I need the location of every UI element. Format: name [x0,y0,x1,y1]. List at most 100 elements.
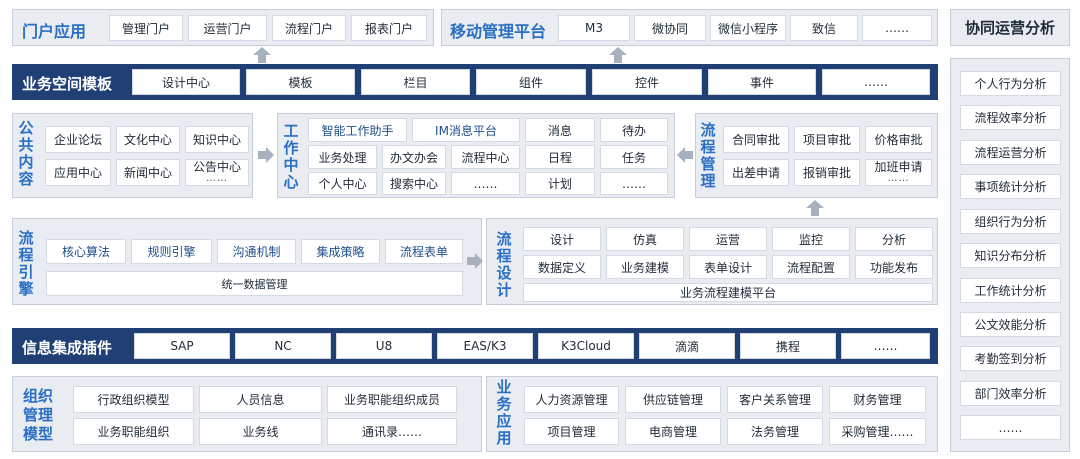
business-apps-item: 采购管理…… [829,418,926,445]
integration-item: NC [235,333,331,359]
org-model-item: 行政组织模型 [73,386,194,413]
business-apps-item: 电商管理 [625,418,721,445]
analysis-item: …… [960,415,1061,440]
work-center-item: 待办 [600,118,668,142]
process-design-item: 仿真 [606,227,684,251]
analysis-item: 工作统计分析 [960,278,1061,303]
org-model-item: 通讯录…… [327,418,457,445]
right-arrow-icon [258,147,274,163]
process-mgmt-item: 报销审批 [794,159,860,186]
process-design-panel: 流程设计 设计 仿真 运营 监控 分析 数据定义 业务建模 表单设计 流程配置 … [486,218,938,305]
work-center-item: 任务 [600,145,668,169]
analysis-item: 流程运营分析 [960,140,1061,165]
public-content-item: 文化中心 [116,126,180,153]
process-design-item: 流程配置 [772,255,850,279]
org-model-title-text: 组织管理模型 [22,387,53,443]
process-engine-panel: 流程引擎 核心算法 规则引擎 沟通机制 集成策略 流程表单 统一数据管理 [12,218,482,305]
work-center-item: …… [451,172,520,195]
analysis-item: 知识分布分析 [960,243,1061,268]
public-content-item: 新闻中心 [116,159,180,186]
public-content-item: 应用中心 [45,159,111,186]
integration-bar: 信息集成插件 SAP NC U8 EAS/K3 K3Cloud 滴滴 携程 …… [12,328,938,364]
analysis-item: 考勤签到分析 [960,346,1061,371]
work-center-item: …… [600,172,668,195]
public-content-panel: 公共内容 企业论坛 文化中心 知识中心 应用中心 新闻中心 公告中心 …… [12,113,253,198]
template-item: 控件 [592,69,702,95]
portal-item: 管理门户 [109,15,183,41]
process-mgmt-item: 价格审批 [865,126,932,153]
process-mgmt-panel: 流程管理 合同审批 项目审批 价格审批 出差申请 报销审批 加班申请 …… [695,113,938,198]
public-content-item: 企业论坛 [45,126,111,153]
process-mgmt-item: 合同审批 [723,126,789,153]
integration-bar-title: 信息集成插件 [22,339,113,357]
process-design-item: 数据定义 [523,255,601,279]
public-content-title-text: 公共内容 [18,119,34,188]
public-content-item-label: 公告中心 [192,159,241,174]
template-bar-title: 业务空间模板 [22,75,113,93]
mobile-item: 致信 [790,15,858,41]
portal-item: 运营门户 [188,15,267,41]
process-engine-title: 流程引擎 [18,230,36,298]
process-design-item: 运营 [689,227,767,251]
process-engine-item: 沟通机制 [217,239,296,264]
template-item: 事件 [708,69,816,95]
integration-item: 携程 [740,333,836,359]
work-center-item: 流程中心 [451,145,520,169]
process-mgmt-item: 项目审批 [794,126,860,153]
public-content-item-dots: …… [206,172,228,184]
process-design-bottom: 业务流程建模平台 [523,283,933,302]
process-design-title: 流程设计 [496,231,514,299]
public-content-title: 公共内容 [18,120,36,188]
process-design-item: 表单设计 [689,255,767,279]
work-center-panel: 工作中心 智能工作助手 IM消息平台 消息 待办 业务处理 办文办会 流程中心 … [277,113,675,198]
mobile-item: 微信小程序 [710,15,786,41]
template-item: 栏目 [361,69,470,95]
analysis-title-box: 协同运营分析 [950,9,1070,46]
integration-item: 滴滴 [639,333,735,359]
process-engine-item: 核心算法 [46,239,126,264]
analysis-item: 事项统计分析 [960,174,1061,199]
work-center-item: 消息 [525,118,595,142]
work-center-item: 办文办会 [382,145,446,169]
process-design-item: 分析 [855,227,933,251]
portal-item: 报表门户 [351,15,427,41]
org-model-title: 组织管理模型 [22,387,56,444]
process-mgmt-item: 出差申请 [723,159,789,186]
process-design-item: 监控 [772,227,850,251]
template-item: 模板 [246,69,355,95]
org-model-item: 业务线 [199,418,322,445]
process-design-item: 业务建模 [606,255,684,279]
process-mgmt-title: 流程管理 [700,122,718,190]
process-engine-bottom: 统一数据管理 [46,271,463,296]
up-arrow-icon [253,47,271,63]
work-center-item: 搜索中心 [382,172,446,195]
process-design-item: 设计 [523,227,601,251]
analysis-item: 组织行为分析 [960,209,1061,234]
analysis-item: 流程效率分析 [960,105,1061,130]
analysis-item: 公文效能分析 [960,312,1061,337]
business-apps-title-text: 业务应用 [496,378,512,447]
org-model-item: 业务职能组织成员 [327,386,457,413]
business-apps-panel: 业务应用 人力资源管理 供应链管理 客户关系管理 财务管理 项目管理 电商管理 … [486,376,938,452]
template-item: 组件 [476,69,586,95]
work-center-item: 业务处理 [308,145,377,169]
mobile-item: 微协同 [634,15,706,41]
business-apps-item: 财务管理 [829,386,926,413]
process-engine-item: 流程表单 [385,239,463,264]
public-content-item: 知识中心 [185,126,249,153]
process-design-item: 功能发布 [855,255,933,279]
portal-item: 流程门户 [272,15,346,41]
up-arrow-icon [806,200,824,216]
right-arrow-icon [467,253,483,269]
mobile-item: M3 [558,15,630,41]
integration-item: EAS/K3 [437,333,533,359]
work-center-item: 个人中心 [308,172,377,195]
business-apps-item: 法务管理 [727,418,823,445]
process-engine-item: 集成策略 [301,239,380,264]
public-content-item: 公告中心 …… [185,159,249,186]
work-center-title: 工作中心 [283,123,301,191]
org-model-item: 业务职能组织 [73,418,194,445]
template-item: …… [822,69,930,95]
portal-title: 门户应用 [22,22,87,41]
process-design-title-text: 流程设计 [496,230,512,299]
